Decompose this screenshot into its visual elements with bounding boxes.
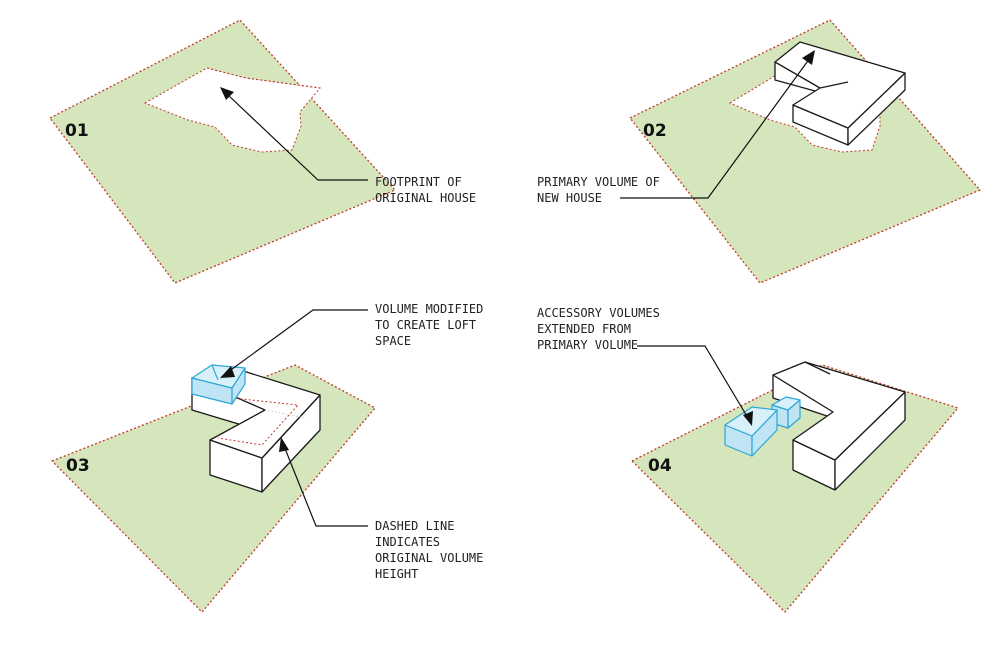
panel-01: 01 FOOTPRINT OF ORIGINAL HOUSE [49,19,476,284]
callout-02-line-2: NEW HOUSE [537,191,602,205]
callout-01-line-1: FOOTPRINT OF [375,175,462,189]
leader-03b [283,445,368,527]
callout-01-line-2: ORIGINAL HOUSE [375,191,476,205]
arrowhead-02 [802,50,815,65]
leader-01 [227,94,368,181]
callout-03a-line-2: TO CREATE LOFT [375,318,476,332]
primary-volume-inner-edge [819,81,849,89]
arrowhead-01 [220,87,234,100]
loft-volume-divider [211,364,219,381]
original-house-footprint [143,67,321,153]
callout-03b-line-4: HEIGHT [375,567,418,581]
panel-01-number: 01 [65,121,89,141]
callout-03b-line-3: ORIGINAL VOLUME [375,551,483,565]
callout-03a-line-3: SPACE [375,334,411,348]
leader-03a [227,309,368,373]
callout-04-line-1: ACCESSORY VOLUMES [537,306,660,320]
site-plane-01 [49,19,396,284]
panel-03-number: 03 [66,456,90,476]
callout-03b-line-2: INDICATES [375,535,440,549]
panel-02: 02 PRIMARY VOLUME OF NEW HOUSE [537,19,981,284]
leader-02 [620,57,811,199]
original-height-line [217,397,300,446]
accessory-small-top [771,396,801,411]
leader-04 [637,345,749,419]
volume-04-step [804,361,831,375]
footprint-edge [206,67,321,89]
panel-04: 04 ACCESSORY VOLUMES EXTENDED FROM PRIMA… [537,306,959,613]
arrowhead-04 [743,411,753,426]
callout-03b-line-1: DASHED LINE [375,519,454,533]
panel-04-number: 04 [648,456,672,476]
callout-04-line-2: EXTENDED FROM [537,322,631,336]
arrowhead-03a [220,366,235,378]
arrowhead-03b [279,437,289,452]
callout-02-line-1: PRIMARY VOLUME OF [537,175,660,189]
callout-04-line-3: PRIMARY VOLUME [537,338,638,352]
panel-03: 03 VOLUME MODIFIED TO CREATE LOFT SPACE … [51,302,483,613]
site-plane-02 [629,19,981,284]
callout-03a-line-1: VOLUME MODIFIED [375,302,483,316]
panel-02-number: 02 [643,121,667,141]
